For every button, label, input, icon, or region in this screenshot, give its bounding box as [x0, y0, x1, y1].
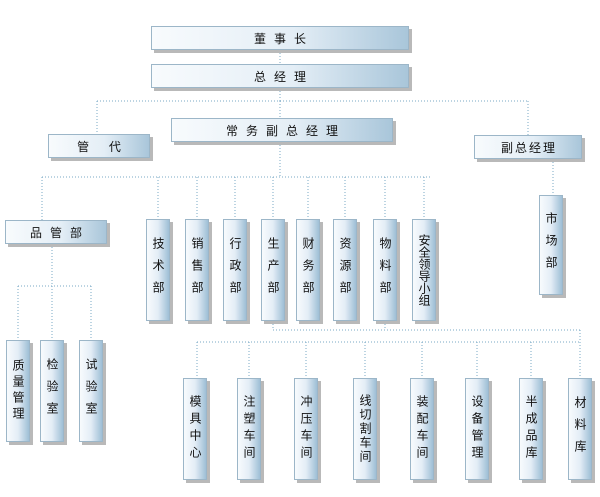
- node-wire-cutting-workshop: 线切割车间: [353, 378, 377, 480]
- node-resources-dept: 资源部: [333, 219, 357, 321]
- node-safety-group: 安全领导小组: [412, 219, 436, 321]
- node-vice-gm: 副总经理: [474, 135, 582, 159]
- node-equipment-mgmt: 设备管理: [465, 378, 489, 480]
- node-finance-dept: 财务部: [296, 219, 320, 321]
- node-semi-finished-store: 半成品库: [519, 378, 543, 480]
- node-chairman: 董事长: [151, 26, 409, 50]
- node-mold-center: 模具中心: [183, 378, 207, 480]
- node-admin-dept: 行政部: [223, 219, 247, 321]
- node-executive-vp: 常务副总经理: [171, 118, 393, 142]
- node-assembly-workshop: 装配车间: [410, 378, 434, 480]
- node-injection-workshop: 注塑车间: [237, 378, 261, 480]
- node-test-room: 试验室: [79, 340, 103, 442]
- node-inspection-room: 检验室: [40, 340, 64, 442]
- node-sales-dept: 销售部: [185, 219, 209, 321]
- node-materials-dept: 物料部: [373, 219, 397, 321]
- node-quality-mgmt: 质量管理: [6, 340, 30, 442]
- node-quality-dept: 品管部: [5, 220, 107, 244]
- node-tech-dept: 技术部: [146, 219, 170, 321]
- node-stamping-workshop: 冲压车间: [294, 378, 318, 480]
- node-market-dept: 市场部: [539, 195, 563, 295]
- node-acting: 管 代: [48, 134, 150, 158]
- node-material-store: 材料库: [568, 378, 592, 480]
- node-production-dept: 生产部: [261, 219, 285, 321]
- node-general-manager: 总经理: [151, 64, 409, 88]
